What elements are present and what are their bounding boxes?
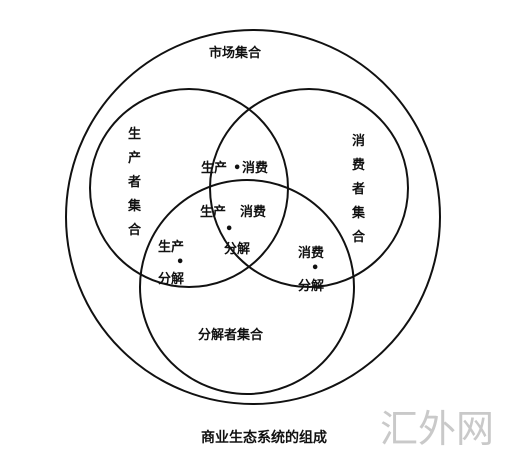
svg-text:生产: 生产: [158, 239, 184, 255]
svg-text:生产: 生产: [200, 204, 226, 220]
svg-text:产: 产: [128, 150, 141, 166]
svg-text:费: 费: [352, 157, 365, 173]
producer-consumer-intersection-label: 生产 • 消费: [201, 160, 268, 176]
svg-text:•: •: [176, 255, 184, 270]
svg-text:集: 集: [351, 205, 366, 221]
svg-text:合: 合: [128, 222, 142, 238]
svg-text:生产: 生产: [201, 160, 227, 176]
svg-text:分解: 分解: [158, 271, 184, 287]
svg-text:者: 者: [127, 174, 141, 190]
svg-text:合: 合: [352, 229, 366, 245]
svg-text:消: 消: [352, 133, 365, 149]
producer-set-label: 生 产 者 集 合: [127, 126, 142, 238]
consumer-set-circle: [209, 88, 409, 288]
market-set-label: 市场集合: [209, 45, 262, 61]
svg-text:消费: 消费: [242, 160, 268, 176]
market-set-circle: [65, 29, 441, 405]
svg-text:消费: 消费: [240, 204, 266, 220]
svg-text:•: •: [233, 161, 241, 176]
watermark-text: 汇外网: [380, 407, 494, 451]
svg-text:者: 者: [351, 181, 365, 197]
svg-text:•: •: [225, 222, 233, 237]
consumer-decomposer-intersection-label: 消费 • 分解: [298, 245, 324, 294]
consumer-set-label: 消 费 者 集 合: [351, 133, 366, 245]
svg-text:分解: 分解: [224, 241, 250, 257]
decomposer-set-circle: [139, 179, 355, 395]
svg-text:集: 集: [127, 198, 142, 214]
figure-caption: 商业生态系统的组成: [201, 429, 327, 446]
svg-text:•: •: [311, 261, 319, 276]
svg-text:消费: 消费: [298, 245, 324, 261]
svg-text:分解: 分解: [298, 278, 324, 294]
producer-decomposer-intersection-label: 生产 • 分解: [158, 239, 184, 287]
center-intersection-label: 生产 消费 • 分解: [200, 204, 266, 257]
decomposer-set-label: 分解者集合: [198, 327, 264, 343]
producer-set-circle: [89, 88, 289, 288]
svg-text:生: 生: [128, 126, 141, 142]
